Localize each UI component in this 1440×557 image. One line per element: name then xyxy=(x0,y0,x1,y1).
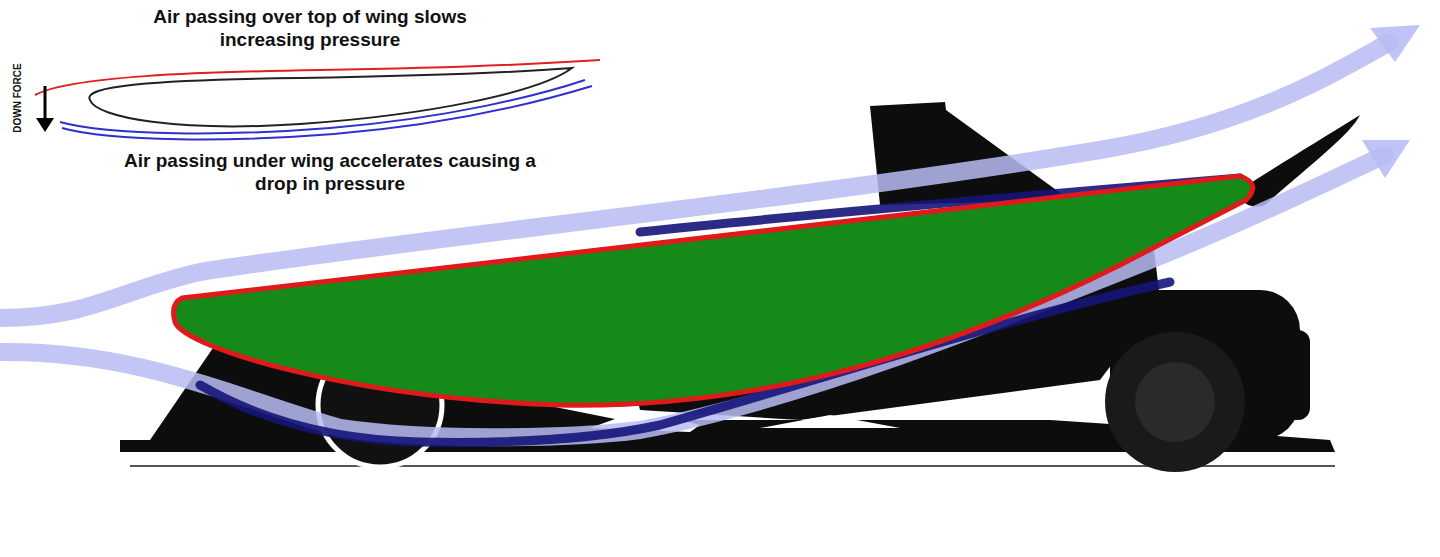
car-silhouette xyxy=(120,102,1360,452)
airflow-arrows xyxy=(0,42,1390,437)
airfoil-inset xyxy=(35,60,600,139)
wing-overlay xyxy=(174,176,1253,405)
airfoil-note: Air passing over top of wing slows incre… xyxy=(105,6,515,52)
rear-wheel xyxy=(1105,332,1245,472)
force-label: DOWN FORCE xyxy=(12,63,24,132)
airfoil-note: Air passing under wing accelerates causi… xyxy=(120,150,540,196)
airflow-arrowheads xyxy=(1362,25,1420,178)
rear-wheel-hub xyxy=(1135,362,1215,442)
